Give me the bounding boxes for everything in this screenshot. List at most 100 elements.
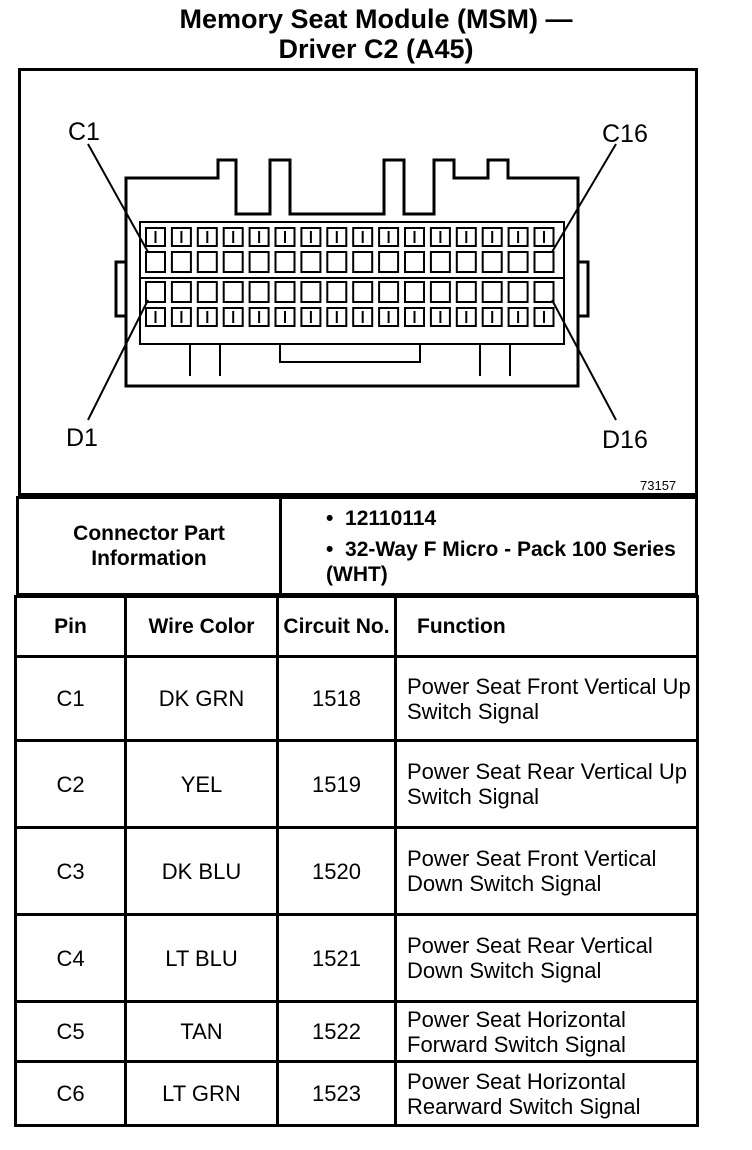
d-cavity-pin-16 (533, 281, 555, 303)
housing-outline (124, 158, 580, 388)
d-latch-pin-8 (326, 307, 348, 327)
c-latch-pin-15 (507, 227, 529, 247)
leader-c16 (551, 143, 617, 253)
wire-color-cell: LT BLU (124, 913, 279, 1003)
leader-d1 (87, 299, 149, 421)
c-cavity-pin-16 (533, 251, 555, 273)
c-cavity-pin-14 (481, 251, 503, 273)
function-cell: Power Seat Rear Vertical Down Switch Sig… (394, 913, 699, 1003)
c-cavity-pin-11 (404, 251, 425, 273)
c-cavity-pin-12 (429, 251, 451, 273)
connector-description: • 32-Way F Micro - Pack 100 Series (WHT) (326, 537, 676, 586)
page-title-line-2: Driver C2 (A45) (278, 34, 474, 64)
c-latch-pin-16 (533, 227, 555, 247)
d-cavity-pin-1 (145, 281, 166, 303)
d-latch-pin-15 (507, 307, 529, 327)
d-latch-pin-7 (300, 307, 322, 327)
d-cavity-pin-4 (222, 281, 244, 303)
table-row: C2 YEL 1519 Power Seat Rear Vertical Up … (14, 739, 699, 829)
c-latch-pin-1 (145, 227, 166, 247)
header-pin: Pin (14, 595, 127, 658)
c-latch-pin-11 (404, 227, 425, 247)
connector-diagram-frame (18, 68, 698, 496)
function-cell: Power Seat Horizontal Rearward Switch Si… (394, 1060, 699, 1127)
wire-color-cell: DK BLU (124, 826, 279, 916)
c-latch-pin-4 (222, 227, 244, 247)
d-cavity-pin-12 (429, 281, 451, 303)
c-cavity-pin-2 (170, 251, 192, 273)
table-row: C4 LT BLU 1521 Power Seat Rear Vertical … (14, 913, 699, 1003)
c-cavity-pin-13 (455, 251, 477, 273)
d-latch-pin-3 (196, 307, 218, 327)
c-cavity-pin-9 (352, 251, 374, 273)
pin-cell: C5 (14, 1000, 127, 1063)
d-cavity-pin-9 (352, 281, 374, 303)
bottom-key-slot (279, 344, 421, 363)
table-row: C6 LT GRN 1523 Power Seat Horizontal Rea… (14, 1060, 699, 1127)
circuit-cell: 1520 (276, 826, 397, 916)
c-cavity-pin-8 (326, 251, 348, 273)
d-latch-pin-1 (145, 307, 166, 327)
page-title-line-1: Memory Seat Module (MSM) — (179, 4, 573, 34)
c-latch-pin-13 (455, 227, 477, 247)
circuit-cell: 1519 (276, 739, 397, 829)
c-cavity-pin-5 (248, 251, 270, 273)
c-latch-pin-8 (326, 227, 348, 247)
pin-cell: C2 (14, 739, 127, 829)
figure-number: 73157 (640, 478, 677, 493)
d-latch-pin-14 (481, 307, 503, 327)
connector-info-label: Connector Part Information (16, 496, 282, 596)
inner-body (139, 221, 565, 345)
c-latch-pin-3 (196, 227, 218, 247)
c-cavity-pin-3 (196, 251, 218, 273)
circuit-cell: 1521 (276, 913, 397, 1003)
function-cell: Power Seat Front Vertical Up Switch Sign… (394, 655, 699, 742)
header-wire-color: Wire Color (124, 595, 279, 658)
d-cavity-pin-2 (170, 281, 192, 303)
d-cavity-pin-10 (378, 281, 400, 303)
d-latch-pin-13 (455, 307, 477, 327)
circuit-cell: 1518 (276, 655, 397, 742)
leader-c1 (87, 143, 149, 253)
d-latch-pin-9 (352, 307, 374, 327)
d-cavity-pin-6 (274, 281, 296, 303)
c-cavity-pin-1 (145, 251, 166, 273)
left-latch-tab (114, 260, 128, 318)
table-row: C1 DK GRN 1518 Power Seat Front Vertical… (14, 655, 699, 742)
connector-part-number: • 12110114 (326, 506, 437, 530)
wire-color-cell: YEL (124, 739, 279, 829)
c-cavity-pin-4 (222, 251, 244, 273)
label-c1: C1 (68, 118, 100, 146)
c-latch-pin-2 (170, 227, 192, 247)
d-cavity-pin-5 (248, 281, 270, 303)
table-row: C5 TAN 1522 Power Seat Horizontal Forwar… (14, 1000, 699, 1063)
c-latch-pin-7 (300, 227, 322, 247)
c-latch-pin-9 (352, 227, 374, 247)
function-cell: Power Seat Rear Vertical Up Switch Signa… (394, 739, 699, 829)
d-latch-pin-16 (533, 307, 555, 327)
c-cavity-pin-6 (274, 251, 296, 273)
d-cavity-pin-11 (404, 281, 425, 303)
c-latch-pin-10 (378, 227, 400, 247)
c-cavity-pin-10 (378, 251, 400, 273)
c-latch-pin-12 (429, 227, 451, 247)
circuit-cell: 1522 (276, 1000, 397, 1063)
circuit-cell: 1523 (276, 1060, 397, 1127)
connector-info-table: Connector Part Information • 12110114 • … (16, 496, 698, 596)
wire-color-cell: DK GRN (124, 655, 279, 742)
pin-cell: C6 (14, 1060, 127, 1127)
header-function: Function (394, 595, 699, 658)
pin-cell: C4 (14, 913, 127, 1003)
bottom-ribs (189, 344, 511, 376)
wire-color-cell: LT GRN (124, 1060, 279, 1127)
d-latch-pin-10 (378, 307, 400, 327)
pin-cells (145, 227, 555, 327)
c-latch-pin-6 (274, 227, 296, 247)
connector-face-drawing (87, 143, 617, 421)
c-latch-pin-14 (481, 227, 503, 247)
c-cavity-pin-7 (300, 251, 322, 273)
d-latch-pin-6 (274, 307, 296, 327)
d-cavity-pin-3 (196, 281, 218, 303)
d-cavity-pin-15 (507, 281, 529, 303)
d-latch-pin-5 (248, 307, 270, 327)
